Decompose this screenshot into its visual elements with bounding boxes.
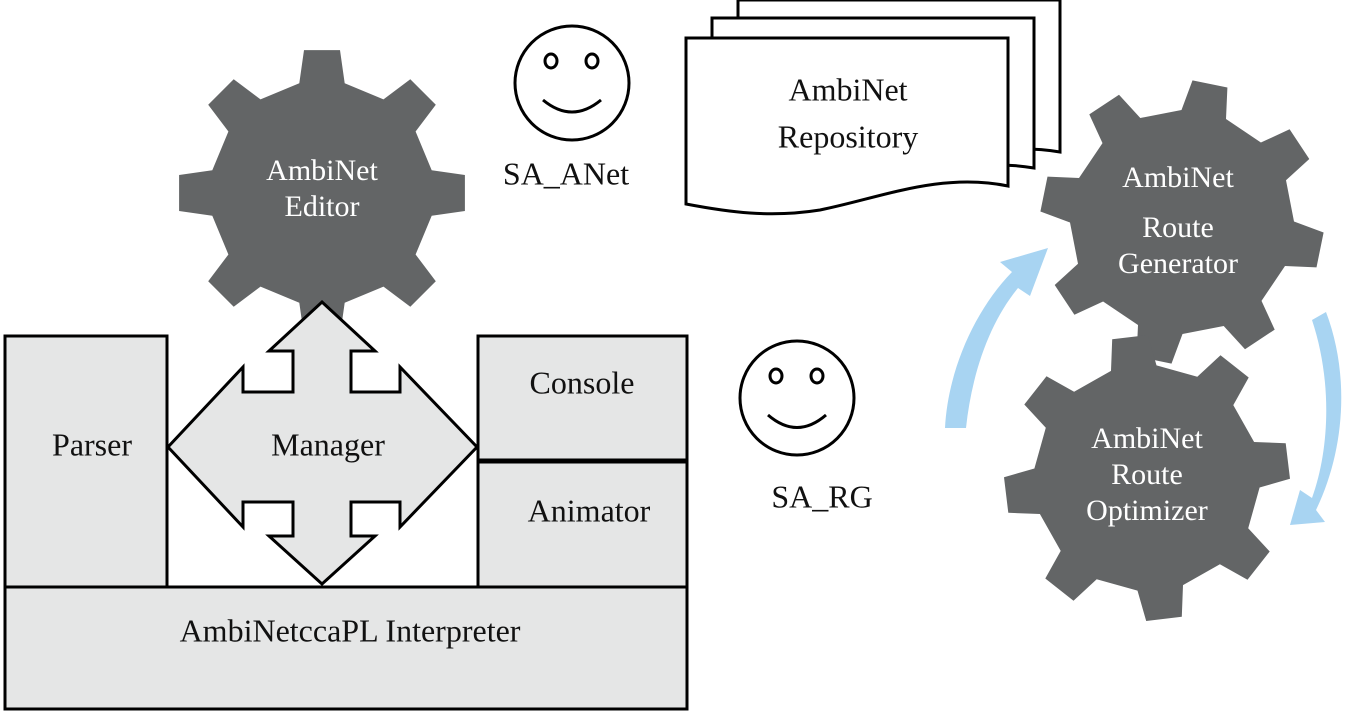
route-generator-label-line1: AmbiNet bbox=[1122, 161, 1234, 194]
animator-box bbox=[476, 460, 689, 589]
sa-rg-label: SA_RG bbox=[771, 478, 872, 514]
route-generator-label-line3: Generator bbox=[1118, 247, 1238, 280]
console-label: Console bbox=[530, 364, 635, 400]
cycle-arrows bbox=[945, 248, 1342, 525]
interpreter-label: AmbiNetccaPL Interpreter bbox=[180, 612, 521, 648]
route-generator-label-line2: Route bbox=[1142, 211, 1214, 244]
manager-four-way-arrow: Manager bbox=[165, 299, 480, 587]
animator-label: Animator bbox=[528, 492, 651, 528]
sa-rg-eye-left bbox=[768, 367, 784, 385]
sa-anet-label: SA_ANet bbox=[503, 155, 629, 191]
editor-gear-label-line2: Editor bbox=[285, 190, 360, 223]
console-box bbox=[476, 334, 689, 462]
parser-label: Parser bbox=[52, 426, 132, 462]
route-optimizer-label-line2: Route bbox=[1111, 458, 1183, 491]
sa-rg-agent: SA_RG bbox=[738, 339, 873, 514]
sa-anet-mouth bbox=[542, 98, 602, 114]
route-generator-gear: AmbiNet Route Generator bbox=[1040, 80, 1324, 364]
route-optimizer-gear: AmbiNet Route Optimizer bbox=[1004, 335, 1290, 621]
module-stack: Parser Console Animator AmbiNetccaPL Int… bbox=[3, 334, 689, 711]
cycle-arrow-right bbox=[1290, 312, 1342, 525]
repository-label-line2: Repository bbox=[778, 118, 918, 154]
sa-anet-eye-right bbox=[584, 52, 600, 70]
sa-anet-face bbox=[513, 24, 631, 142]
repository-page-front bbox=[684, 36, 1010, 216]
editor-gear-shape bbox=[179, 50, 465, 336]
manager-label: Manager bbox=[271, 426, 385, 462]
route-optimizer-gear-shape bbox=[1004, 335, 1290, 621]
editor-gear: AmbiNet Editor bbox=[179, 50, 465, 336]
route-optimizer-label-line3: Optimizer bbox=[1086, 494, 1208, 527]
repository-label-line1: AmbiNet bbox=[788, 71, 907, 107]
repository-document: AmbiNet Repository bbox=[684, 0, 1062, 216]
editor-gear-label-line1: AmbiNet bbox=[266, 154, 378, 187]
sa-anet-agent: SA_ANet bbox=[503, 24, 631, 191]
route-generator-gear-shape bbox=[1040, 80, 1324, 364]
interpreter-box bbox=[3, 585, 689, 711]
route-optimizer-label-line1: AmbiNet bbox=[1091, 422, 1203, 455]
cycle-arrow-left bbox=[945, 248, 1048, 428]
sa-anet-eye-left bbox=[543, 52, 559, 70]
sa-rg-face bbox=[738, 339, 856, 457]
sa-rg-mouth bbox=[767, 413, 827, 429]
sa-rg-eye-right bbox=[809, 367, 825, 385]
manager-arrow-shape bbox=[165, 299, 480, 587]
